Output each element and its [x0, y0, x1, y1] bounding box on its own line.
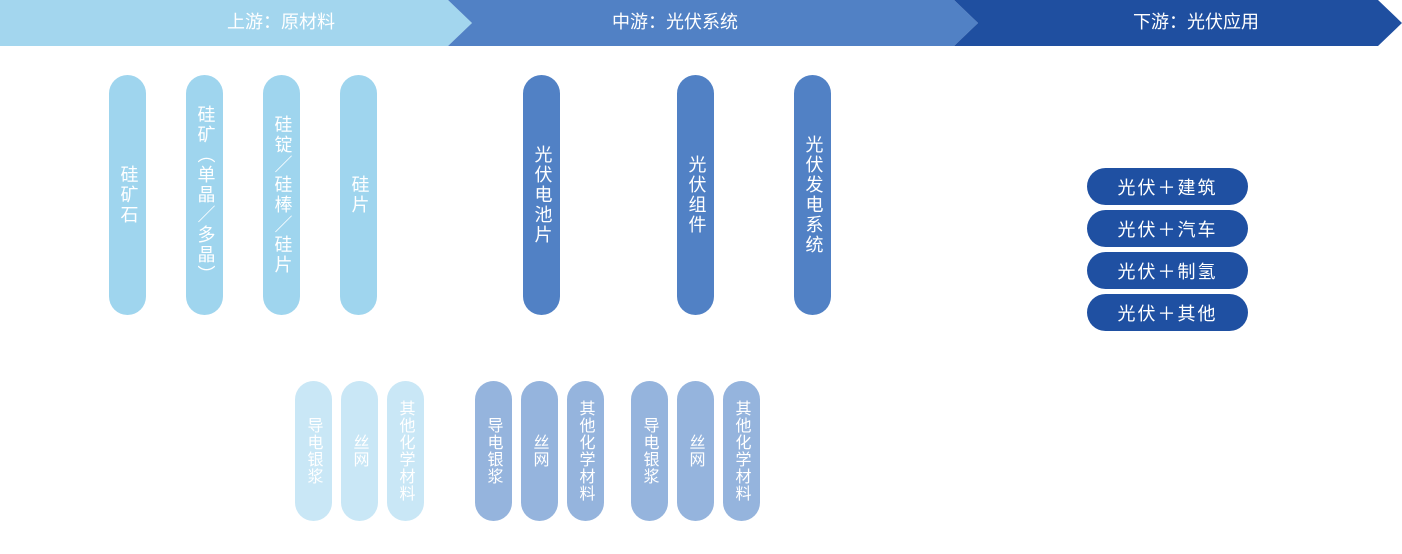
material-label: 丝网 [686, 434, 706, 468]
stage-banner-downstream [954, 0, 1402, 46]
stage-label-midstream: 中游：光伏系统 [612, 12, 738, 33]
upstream-node-wafer: 硅片 [340, 75, 377, 315]
upstream-material-screen: 丝网 [341, 381, 378, 521]
app-label: 光伏＋制氢 [1117, 261, 1218, 283]
app-label: 光伏＋建筑 [1117, 177, 1218, 199]
stage-label-downstream: 下游：光伏应用 [1133, 12, 1259, 33]
material-label: 其他化学材料 [732, 400, 752, 502]
upstream-node-ingot-rod-wafer: 硅锭／硅棒／硅片 [263, 75, 300, 315]
downstream-app-automotive: 光伏＋汽车 [1087, 210, 1248, 247]
midstream-material-silver-paste-1: 导电银浆 [475, 381, 512, 521]
upstream-node-silicon-ore: 硅矿石 [109, 75, 146, 315]
app-label: 光伏＋汽车 [1117, 219, 1218, 241]
stage-banner-upstream [0, 0, 472, 46]
midstream-node-module: 光伏组件 [677, 75, 714, 315]
material-label: 导电银浆 [304, 417, 324, 485]
material-label: 导电银浆 [640, 417, 660, 485]
upstream-material-silver-paste: 导电银浆 [295, 381, 332, 521]
midstream-material-chemicals-2: 其他化学材料 [723, 381, 760, 521]
material-label: 其他化学材料 [576, 400, 596, 502]
node-label: 硅片 [348, 175, 370, 215]
node-label: 光伏组件 [685, 155, 707, 235]
downstream-app-building: 光伏＋建筑 [1087, 168, 1248, 205]
upstream-material-chemicals: 其他化学材料 [387, 381, 424, 521]
material-label: 丝网 [350, 434, 370, 468]
stage-banner-midstream [448, 0, 978, 46]
midstream-material-chemicals-1: 其他化学材料 [567, 381, 604, 521]
app-label: 光伏＋其他 [1117, 303, 1218, 325]
material-label: 丝网 [530, 434, 550, 468]
midstream-material-screen-2: 丝网 [677, 381, 714, 521]
midstream-node-cell: 光伏电池片 [523, 75, 560, 315]
material-label: 其他化学材料 [396, 400, 416, 502]
midstream-material-silver-paste-2: 导电银浆 [631, 381, 668, 521]
material-label: 导电银浆 [484, 417, 504, 485]
node-label: 硅矿石 [117, 165, 139, 225]
node-label: 硅锭／硅棒／硅片 [271, 115, 293, 275]
stage-label-upstream: 上游：原材料 [227, 12, 335, 33]
midstream-node-power-system: 光伏发电系统 [794, 75, 831, 315]
downstream-app-hydrogen: 光伏＋制氢 [1087, 252, 1248, 289]
node-label: 硅矿（单晶／多晶） [194, 105, 216, 285]
node-label: 光伏电池片 [531, 145, 553, 245]
midstream-material-screen-1: 丝网 [521, 381, 558, 521]
upstream-node-silicon-mine: 硅矿（单晶／多晶） [186, 75, 223, 315]
downstream-app-other: 光伏＋其他 [1087, 294, 1248, 331]
node-label: 光伏发电系统 [802, 135, 824, 255]
